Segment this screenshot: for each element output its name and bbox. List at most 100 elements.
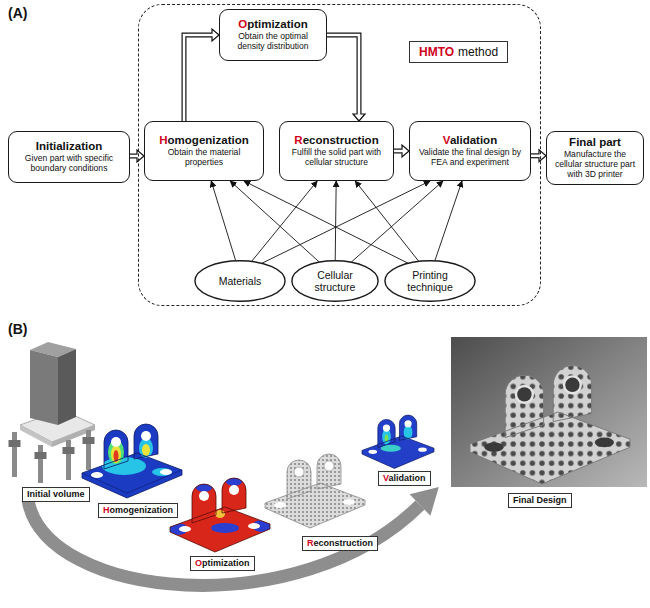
thin-arrow [435,181,462,261]
stage-tag: Optimization [190,556,255,571]
illustration-part [294,467,304,477]
thin-arrow [335,181,336,261]
node-title: Reconstruction [307,538,373,549]
thin-arrow [252,181,318,261]
connector [230,181,319,262]
illustration-part [418,448,427,452]
stage-tag: Validation [378,471,431,486]
text-wrap: OptimizationObtain the optimal density d… [224,18,322,53]
thin-arrow [244,181,408,263]
node-title: Final part [551,136,639,150]
illustration-part [179,526,191,532]
process-box: ReconstructionFulfill the solid part wit… [279,121,394,181]
node-body: method [458,45,498,59]
ellipse-shape [292,261,378,301]
node-title: Cellular structure [303,269,367,293]
illustration-part [229,485,239,495]
connector [130,150,144,162]
illustration-part [38,445,43,483]
text-wrap: ReconstructionFulfill the solid part wit… [284,134,389,169]
illustration-part [141,431,151,441]
hollow-arrow-fill [327,35,359,116]
text-wrap: Optimization [195,558,250,569]
illustration-part [362,415,434,468]
illustration-part [265,453,365,533]
illustration-part [35,452,47,459]
node-title: Printing technique [396,269,464,293]
panel-label: (A) [8,5,27,21]
text-wrap: InitializationGiven part with specific b… [13,140,125,175]
connector [262,181,430,263]
illustration-part [160,469,172,475]
illustration-part [91,472,103,478]
hollow-arrow-outline [327,35,359,114]
text-wrap: Final partManufacture the cellular struc… [551,136,639,181]
text-wrap: Validation [383,473,426,484]
hollow-arrow-outline [184,35,212,121]
illustration-part [30,350,58,425]
heading-box: HMTO method [409,41,508,63]
connector [244,181,408,263]
text-wrap: ValidationValidate the final design by F… [414,134,526,169]
connector [211,181,236,261]
text-wrap: HomogenizationObtain the material proper… [149,134,259,169]
stage-tag: Homogenization [98,503,178,518]
connector [531,150,546,162]
process-box: ValidationValidate the final design by F… [409,121,531,181]
validation-model [362,415,434,468]
illustration-part [265,453,365,533]
node-title: Optimization [195,558,250,569]
illustration-part [324,461,334,471]
illustration-part [565,378,579,392]
node-title: HMTO [419,45,454,59]
illustration-part [362,415,434,468]
illustration-part [410,487,439,516]
text-wrap: Printing technique [396,269,464,293]
node-title: Initialization [13,140,125,154]
illustration-part [484,442,503,452]
illustration-part [248,523,260,529]
illustration-part [28,500,420,585]
connector [335,181,336,261]
text-wrap: Final Design [513,495,567,506]
illustration-part [83,437,95,444]
reconstruction-model [265,453,365,533]
illustration-part [20,425,52,447]
stage-tag: Final Design [508,493,572,508]
illustration-part [102,457,146,475]
illustration-part [515,385,534,404]
final-photo [451,337,647,487]
illustration-part [199,491,209,501]
illustration-part [168,474,272,535]
illustration-part [170,478,270,552]
node-title: Materials [206,275,274,287]
thin-arrow [355,181,419,261]
node-title: Initial volume [27,489,85,500]
text-wrap: Reconstruction [307,538,373,549]
illustration-part [142,444,150,456]
illustration-part [343,499,355,505]
illustration-part [470,366,630,484]
illustration-part [82,424,182,498]
illustration-part [170,478,270,552]
flow-arrow [28,487,439,585]
illustration-part [58,349,76,425]
node-title: Reconstruction [284,134,389,148]
illustration-part [595,438,614,448]
connector [252,181,318,261]
illustration-part [470,364,630,487]
connector [355,181,419,261]
thin-arrow [262,181,430,263]
illustration-part [215,510,225,518]
illustration-part [274,502,286,508]
optimization-model [168,474,272,552]
illustration-part [517,387,531,401]
node-title: Validation [414,134,526,148]
illustration-part [9,440,21,447]
text-wrap: Initial volume [27,489,85,500]
text-wrap: Homogenization [103,505,173,516]
illustration-part [470,364,630,487]
node-body: Obtain the optimal density distribution [224,32,322,52]
node-body: Manufacture the cellular structure part … [551,150,639,180]
